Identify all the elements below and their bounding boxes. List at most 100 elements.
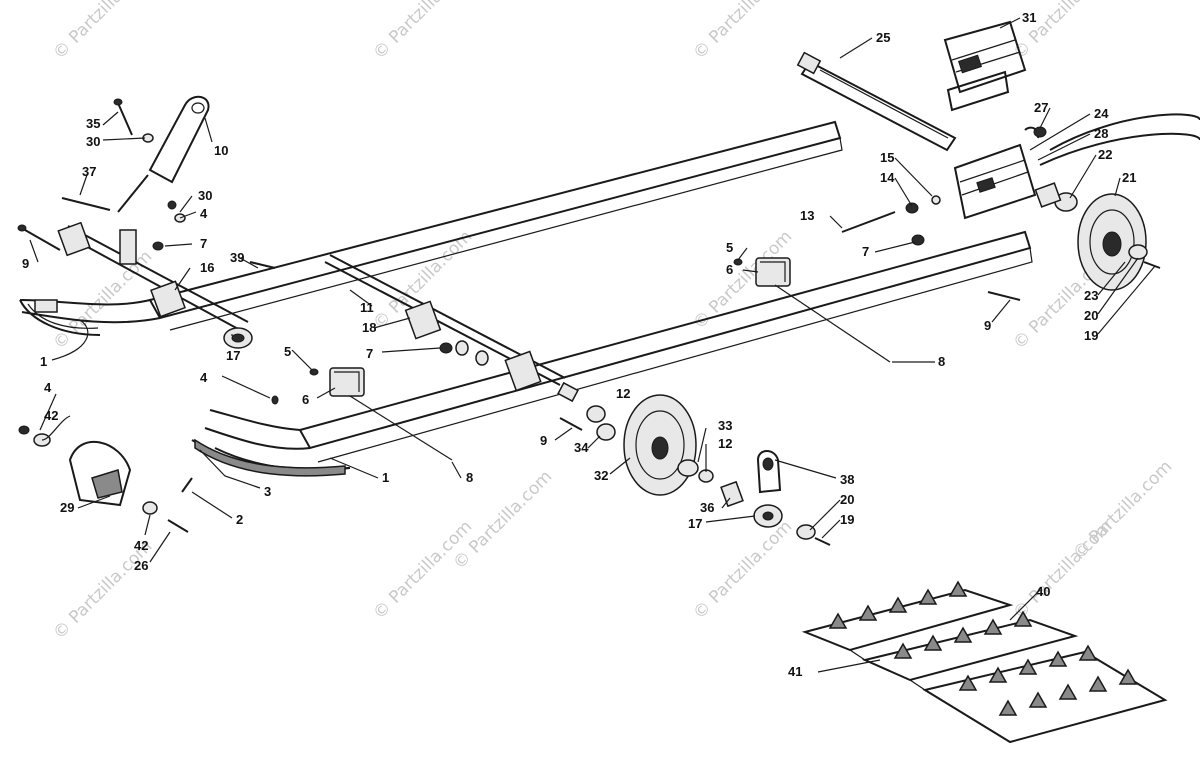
callout-33: 33: [718, 418, 732, 433]
callout-20-right: 20: [1084, 308, 1098, 323]
rear-axle-shaft: [796, 51, 957, 152]
watermark-text: © Partzilla.com: [689, 517, 796, 624]
callout-3: 3: [264, 484, 271, 499]
watermark-text: © Partzilla.com: [369, 0, 476, 64]
callout-9-right: 9: [984, 318, 991, 333]
callout-11: 11: [360, 300, 374, 315]
callout-1-left: 1: [40, 354, 47, 369]
idler-bracket: [720, 450, 831, 546]
fasteners: [17, 98, 1161, 493]
middle-cross-shaft: [324, 254, 579, 403]
front-bumper-block: [18, 425, 189, 533]
track-cleat: [948, 580, 968, 597]
callout-13: 13: [800, 208, 814, 223]
callout-5-right: 5: [726, 240, 733, 255]
rear-bracket-upper: [943, 20, 1027, 112]
callout-5-left: 5: [284, 344, 291, 359]
track-cleat: [923, 634, 943, 651]
callout-15: 15: [880, 150, 894, 165]
callout-18: 18: [362, 320, 376, 335]
callout-12-upper: 12: [616, 386, 630, 401]
callout-6-right: 6: [726, 262, 733, 277]
callout-4-mid: 4: [200, 370, 208, 385]
callout-34: 34: [574, 440, 589, 455]
callout-14: 14: [880, 170, 895, 185]
track-cleat: [1028, 691, 1048, 708]
callout-42-upper: 42: [44, 408, 58, 423]
callout-7-left: 7: [200, 236, 207, 251]
track-cleat: [858, 604, 878, 621]
watermark-text: © Partzilla.com: [1069, 457, 1176, 564]
track-cleat: [828, 612, 848, 629]
wear-strip: [191, 438, 351, 477]
callout-10: 10: [214, 143, 228, 158]
callout-1-mid: 1: [382, 470, 389, 485]
callout-20-mid: 20: [840, 492, 854, 507]
callout-9-mid: 9: [540, 433, 547, 448]
watermark-text: © Partzilla.com: [49, 247, 156, 354]
callout-21: 21: [1122, 170, 1136, 185]
left-slide-rail: [19, 120, 843, 331]
track-cleat: [1018, 658, 1038, 675]
callout-41: 41: [788, 664, 802, 679]
callout-40: 40: [1036, 584, 1050, 599]
track-cleat: [1118, 668, 1138, 685]
track-cleat: [1078, 644, 1098, 661]
callout-38: 38: [840, 472, 854, 487]
track-cleat: [1048, 650, 1068, 667]
callout-42-lower: 42: [134, 538, 148, 553]
callout-labels: 35 30 10 37 30 4 7 16 9 39 1 17 11 18 5 …: [22, 10, 1136, 679]
callout-19-right: 19: [1084, 328, 1098, 343]
callout-4-upper: 4: [200, 206, 208, 221]
callout-29: 29: [60, 500, 74, 515]
callout-31: 31: [1022, 10, 1036, 25]
rear-idler-wheel: [1034, 113, 1200, 291]
callout-37: 37: [82, 164, 96, 179]
callout-27: 27: [1034, 100, 1048, 115]
callout-7-mid: 7: [366, 346, 373, 361]
torque-arm: [117, 95, 210, 265]
callout-24: 24: [1094, 106, 1109, 121]
callout-6-left: 6: [302, 392, 309, 407]
rear-adjuster-bracket: [953, 126, 1040, 220]
long-bolt-left: [349, 395, 453, 461]
callout-30-lower: 30: [198, 188, 212, 203]
track-cleat: [1058, 683, 1078, 700]
watermark-text: © Partzilla.com: [49, 0, 156, 64]
watermark-text: © Partzilla.com: [689, 0, 796, 64]
watermark-layer: © Partzilla.com © Partzilla.com © Partzill…: [49, 0, 1176, 644]
track-cleat: [1013, 610, 1033, 627]
callout-32: 32: [594, 468, 608, 483]
track-cleat: [888, 596, 908, 613]
track-cleat: [998, 699, 1018, 716]
callout-35: 35: [86, 116, 100, 131]
track-cleat: [953, 626, 973, 643]
front-cross-shaft: [57, 221, 253, 349]
spacer-block-left: [329, 367, 365, 397]
callout-16: 16: [200, 260, 214, 275]
callout-30-upper: 30: [86, 134, 100, 149]
mid-idler-wheel: [586, 394, 714, 496]
callout-8-right: 8: [938, 354, 945, 369]
callout-9-left: 9: [22, 256, 29, 271]
callout-22: 22: [1098, 147, 1112, 162]
track-cleat: [1088, 675, 1108, 692]
callout-39: 39: [230, 250, 244, 265]
callout-25: 25: [876, 30, 890, 45]
callout-12-lower: 12: [718, 436, 732, 451]
callout-8-left: 8: [466, 470, 473, 485]
callout-2: 2: [236, 512, 243, 527]
track-cleat: [918, 588, 938, 605]
track-cleat: [983, 618, 1003, 635]
callout-23: 23: [1084, 288, 1098, 303]
leader-lines: [29, 17, 1156, 673]
callout-17-left: 17: [226, 348, 240, 363]
callout-19-mid: 19: [840, 512, 854, 527]
callout-28: 28: [1094, 126, 1108, 141]
track-cleat: [958, 674, 978, 691]
callout-7-right: 7: [862, 244, 869, 259]
callout-4-front: 4: [44, 380, 52, 395]
callout-17-right: 17: [688, 516, 702, 531]
callout-26: 26: [134, 558, 148, 573]
